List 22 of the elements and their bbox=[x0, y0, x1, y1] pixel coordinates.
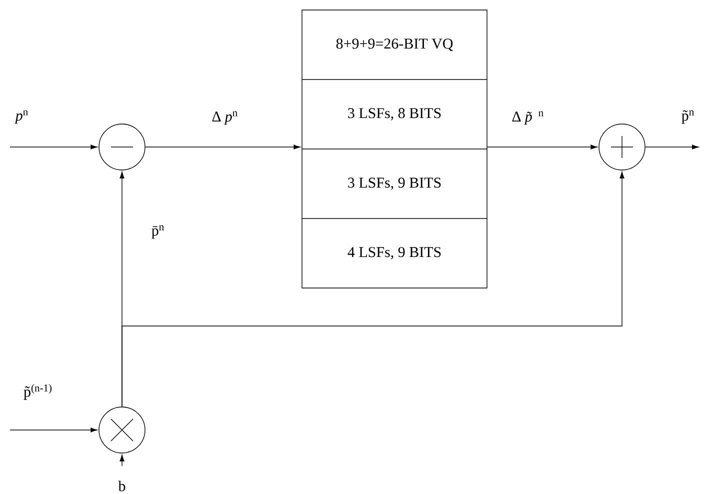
arrow bbox=[487, 144, 598, 150]
arrow bbox=[145, 144, 300, 150]
arrow bbox=[10, 428, 98, 432]
edge-label: ∆ p̃$^{n}$ bbox=[512, 111, 544, 125]
arrow bbox=[120, 454, 124, 466]
edge-label: b bbox=[118, 480, 126, 492]
edge-label: p̄$^{n}$ bbox=[152, 225, 164, 239]
edge-label: p̃$^{(n-1)}$ bbox=[24, 384, 52, 400]
edge-label: p̃$^{n}$ bbox=[682, 110, 694, 124]
arrow bbox=[122, 172, 624, 407]
vq-table bbox=[302, 10, 488, 288]
table-cell-text: 3 LSFs, 9 BITS bbox=[348, 178, 441, 190]
table-cell-text: 3 LSFs, 8 BITS bbox=[348, 108, 441, 120]
arrow bbox=[645, 144, 699, 150]
subtractor-circle bbox=[98, 124, 146, 170]
arrow bbox=[10, 144, 98, 150]
edge-label: ∆ p$^{n}$ bbox=[212, 111, 238, 125]
multiplier-circle bbox=[98, 406, 146, 454]
adder-circle bbox=[598, 124, 646, 170]
edge-label: p$^{n}$ bbox=[14, 110, 28, 124]
table-cell-text: 8+9+9=26-BIT VQ bbox=[336, 38, 453, 51]
table-cell-text: 4 LSFs, 9 BITS bbox=[348, 247, 441, 260]
